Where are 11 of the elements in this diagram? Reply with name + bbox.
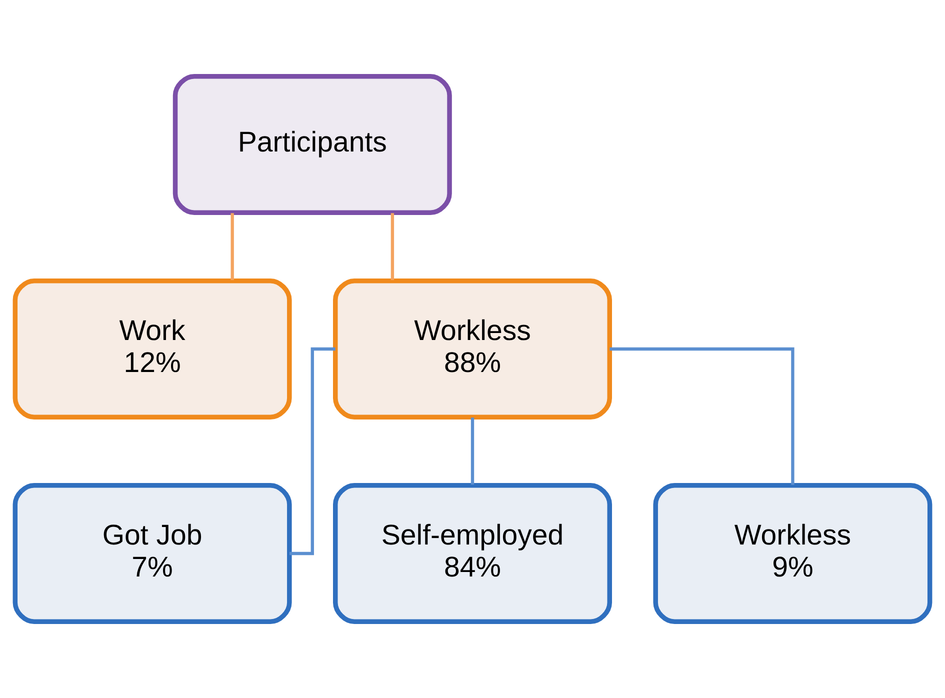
connector xyxy=(390,213,394,280)
node-box: Self-employed 84% xyxy=(333,482,612,624)
node-box: Workless 88% xyxy=(333,278,612,420)
connector xyxy=(470,418,474,485)
node-box: Work 12% xyxy=(12,278,292,420)
node-box: Participants xyxy=(172,74,452,216)
node-box: Got Job 7% xyxy=(12,482,292,624)
connector xyxy=(230,213,234,280)
connector xyxy=(610,347,794,485)
connector xyxy=(289,347,336,556)
node-box: Workless 9% xyxy=(653,482,932,624)
